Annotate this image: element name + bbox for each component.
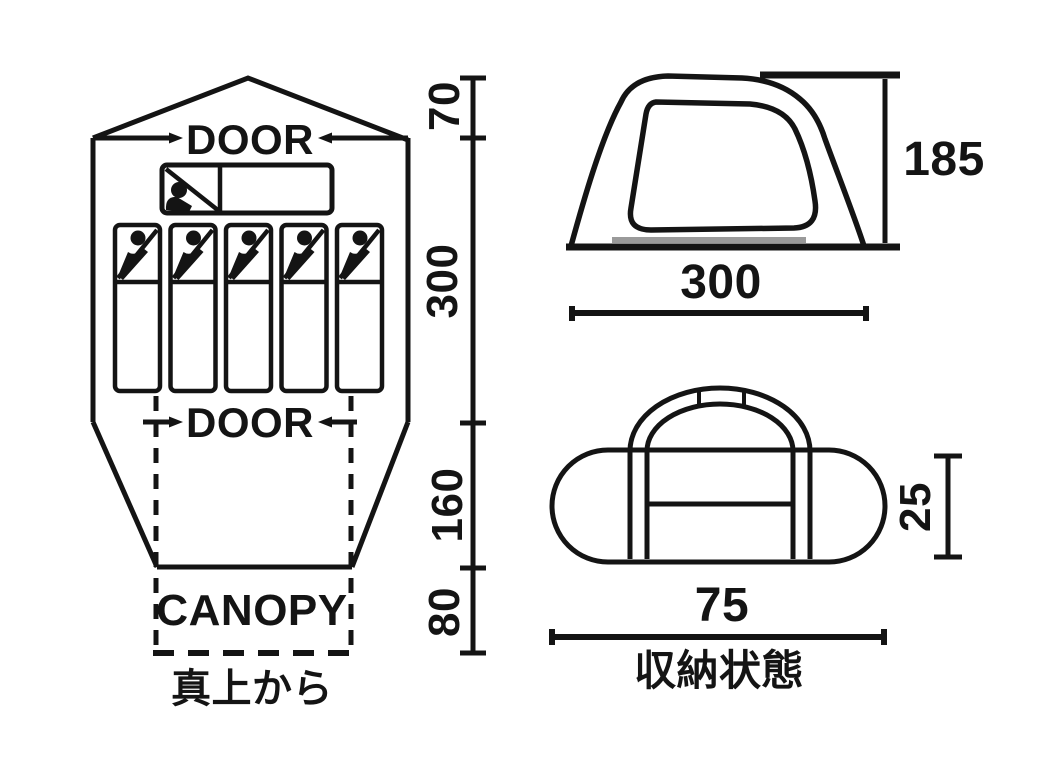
door-top-label: DOOR (186, 116, 314, 163)
tent-side-view (566, 71, 900, 321)
arrow-right-icon (169, 416, 183, 428)
arrow-left-icon (318, 132, 332, 144)
dim-tent-height: 185 (903, 133, 985, 186)
dim-canopy-depth: 80 (420, 587, 469, 637)
bag-height-dimension-line (934, 453, 962, 560)
porch-left-edge (90, 420, 160, 569)
arrow-right-icon (169, 132, 183, 144)
dim-bag-length: 75 (694, 579, 750, 632)
floor-plan-dimension-line (460, 75, 486, 656)
sleeping-mat (159, 162, 335, 216)
dim-tent-width: 300 (680, 256, 762, 309)
dim-bag-height: 25 (891, 482, 940, 532)
blanket-edge-line (164, 167, 221, 213)
arrow-left-icon (318, 416, 332, 428)
width-dimension-line (569, 306, 869, 321)
canopy-outline (153, 396, 354, 656)
sleeping-bag-icon (171, 225, 216, 391)
roof-outline (92, 75, 409, 143)
door-top-arrows (93, 132, 408, 144)
packed-view-caption: 収納状態 (633, 647, 805, 694)
sleeping-bag-icon (337, 225, 382, 391)
sleeping-bag-icon (282, 225, 327, 391)
bag-handle (627, 385, 813, 452)
door-bottom-label: DOOR (186, 399, 314, 446)
sleeping-person-icon (165, 182, 192, 212)
porch-right-edge (349, 421, 411, 568)
sleeping-bag-row (115, 225, 382, 391)
canopy-label: CANOPY (156, 586, 348, 635)
dim-inner-depth: 300 (418, 243, 467, 319)
sleeping-bag-icon (115, 225, 160, 391)
floor-plan (90, 75, 411, 656)
carry-bag-view (549, 385, 962, 645)
dim-roof-depth: 70 (420, 81, 469, 131)
bag-length-dimension-line (549, 629, 887, 645)
bag-body (549, 447, 888, 565)
tent-outline (568, 73, 867, 247)
tent-door-panel (627, 99, 819, 233)
dim-porch-depth: 160 (423, 467, 472, 543)
sleeping-bag-icon (226, 225, 271, 391)
floor-plan-caption: 真上から (171, 667, 333, 711)
